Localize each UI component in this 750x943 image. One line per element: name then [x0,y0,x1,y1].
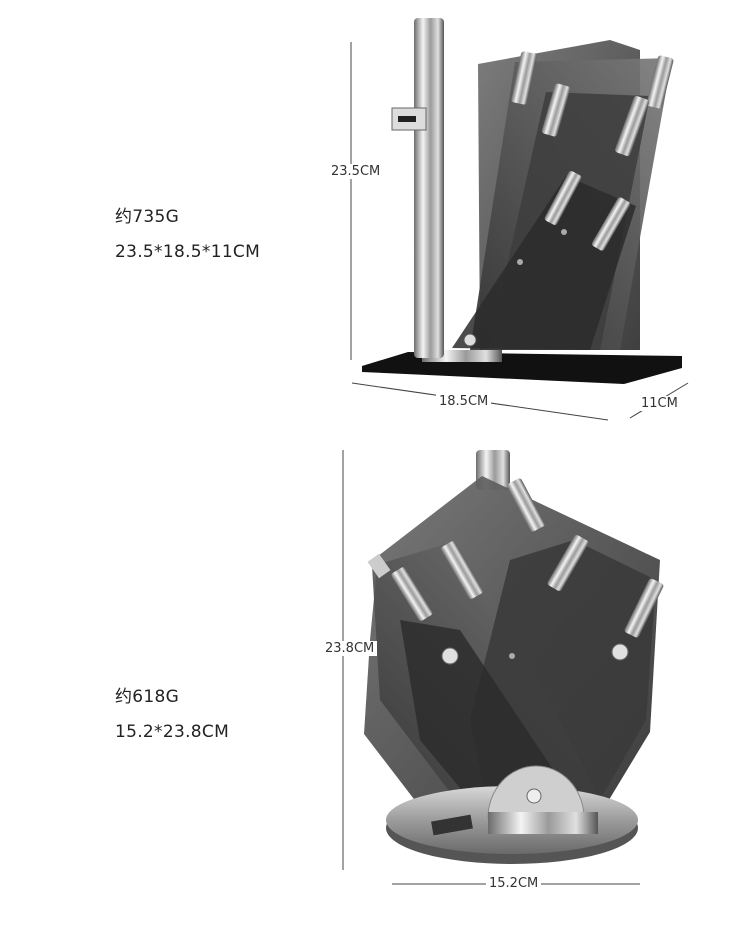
product1-size: 23.5*18.5*11CM [115,242,261,262]
knife-slot-handle [507,478,545,532]
product2-knife-block [342,450,664,885]
product2-size: 15.2*23.8CM [115,722,230,742]
product1-knife-block [350,18,689,421]
knife-slot-handle [544,171,582,225]
product1-depth-label: 11CM [638,396,681,411]
product2-width-label: 15.2CM [486,876,542,891]
knife-slot-handle [547,534,589,592]
product1-height-label: 23.5CM [328,164,384,179]
product1-base [362,352,682,384]
product1-weight: 约735G [115,207,180,227]
product2-weight: 约618G [115,687,180,707]
knife-slot-handle [615,95,649,157]
knife-slot-handle [441,541,483,599]
knife-slot-handle [646,55,674,109]
knife-slot-handle [592,197,630,251]
knife-slot-handle [541,83,571,137]
knife-slot-handle [391,567,433,621]
honing-steel-rod [414,18,444,358]
product2-height-label: 23.8CM [322,641,378,656]
knife-slot-handle [624,578,664,638]
knife-slot-handle [511,51,537,105]
product1-width-label: 18.5CM [436,394,492,409]
